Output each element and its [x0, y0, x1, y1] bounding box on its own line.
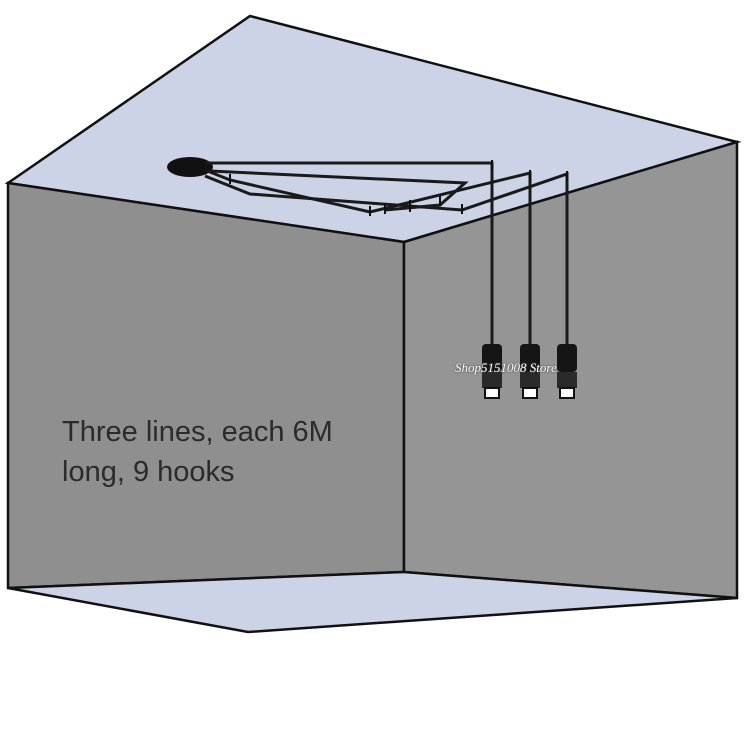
cable-line-1b — [209, 169, 469, 212]
ceiling-canopy — [167, 157, 213, 177]
description-line-1: Three lines, each 6M — [62, 416, 333, 448]
floor-surface — [7, 570, 738, 634]
pendant-lamp-1 — [482, 344, 502, 399]
store-watermark: Shop5151008 Store — [455, 360, 557, 375]
description-text: Three lines, each 6M long, 9 hooks — [62, 412, 382, 492]
cable-hooks — [229, 160, 568, 216]
left-wall — [6, 181, 406, 590]
pendant-lamp-3 — [557, 344, 577, 399]
description-line-2: long, 9 hooks — [62, 456, 235, 488]
pendant-lamp-2 — [520, 344, 540, 399]
